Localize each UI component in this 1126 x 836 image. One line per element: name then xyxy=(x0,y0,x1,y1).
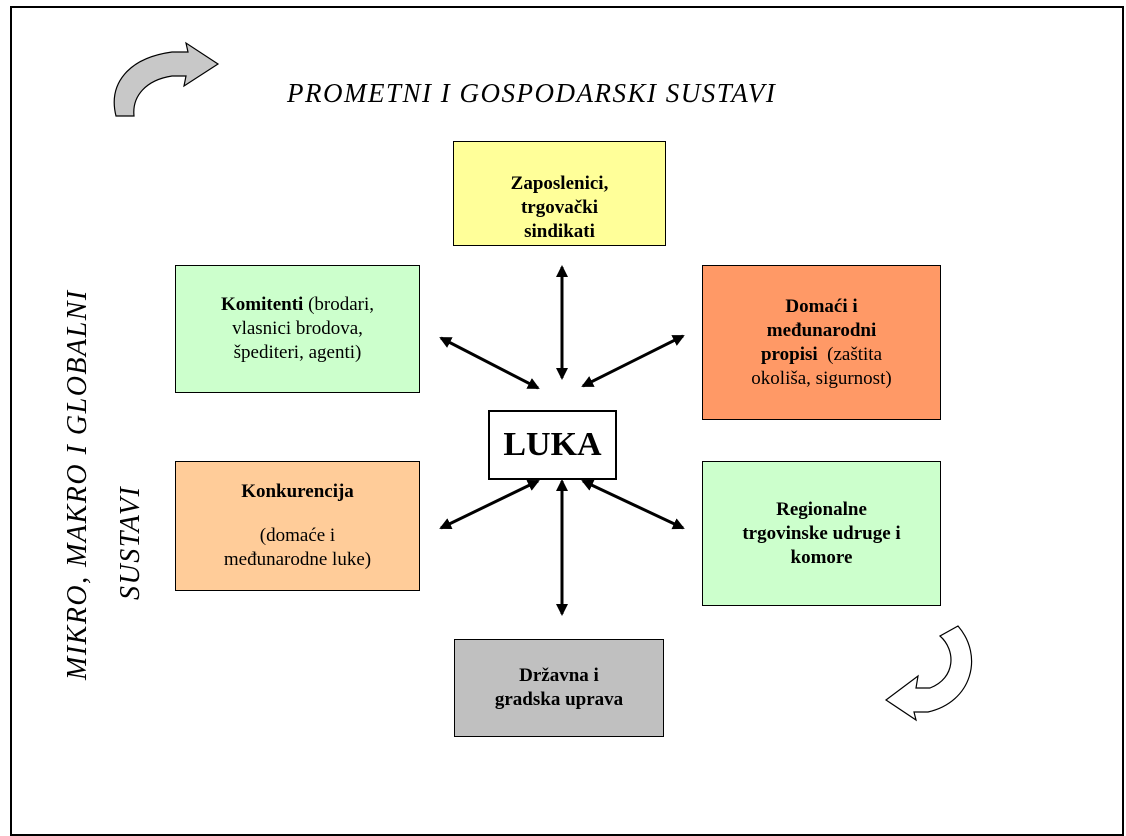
node-drzavna: Državna i gradska uprava xyxy=(454,639,664,737)
node-komitenti: Komitenti (brodari, vlasnici brodova, šp… xyxy=(175,265,420,393)
node-propisi-line1: Domaći i xyxy=(785,295,858,317)
node-konkurencija-line2: (domaće i xyxy=(259,525,336,546)
node-komitenti-rest1: (brodari, xyxy=(303,294,375,315)
node-propisi-bold3: propisi xyxy=(760,343,818,365)
node-komitenti-line3: špediteri, agenti) xyxy=(233,342,362,363)
node-zaposlenici-line1: Zaposlenici, xyxy=(510,173,609,194)
node-konkurencija-line3: međunarodne luke) xyxy=(223,549,372,570)
node-komitenti-line1: Komitenti (brodari, xyxy=(221,293,374,317)
arrow-to-komitenti xyxy=(439,336,540,390)
node-konkurencija: Konkurencija (domaće i međunarodne luke) xyxy=(175,461,420,591)
diagram-frame: PROMETNI I GOSPODARSKI SUSTAVI MIKRO, MA… xyxy=(10,6,1124,836)
arrow-to-konkurencija xyxy=(439,479,540,530)
arrow-to-regionalne xyxy=(581,479,685,530)
node-regionalne-line2: trgovinske udruge i xyxy=(742,522,901,544)
node-drzavna-line2: gradska uprava xyxy=(494,689,624,710)
arrow-to-propisi xyxy=(581,334,685,388)
node-regionalne-line1: Regionalne xyxy=(776,498,867,520)
node-zaposlenici-line2: trgovački xyxy=(520,197,599,218)
diagram-title: PROMETNI I GOSPODARSKI SUSTAVI xyxy=(287,78,777,108)
connector-layer xyxy=(113,41,973,722)
node-zaposlenici: Zaposlenici, trgovački sindikati xyxy=(453,141,666,246)
node-propisi-line3: propisi (zaštita xyxy=(761,343,882,367)
side-label-line2: SUSTAVI xyxy=(115,485,146,600)
node-propisi-line4: okoliša, sigurnost) xyxy=(751,367,892,389)
node-regionalne-line3: komore xyxy=(790,546,853,568)
node-komitenti-line2: vlasnici brodova, xyxy=(232,318,363,339)
node-propisi: Domaći i međunarodni propisi (zaštita ok… xyxy=(702,265,941,420)
side-label-line1: MIKRO, MAKRO I GLOBALNI xyxy=(62,289,93,680)
node-propisi-rest3: (zaštita xyxy=(817,343,883,365)
curved-arrow-icon-top-left xyxy=(113,41,220,117)
curved-arrow-icon-bottom-right xyxy=(884,625,973,722)
node-drzavna-line1: Državna i xyxy=(519,665,599,686)
node-konkurencija-line1: Konkurencija xyxy=(241,481,354,502)
node-regionalne: Regionalne trgovinske udruge i komore xyxy=(702,461,941,606)
node-zaposlenici-line3: sindikati xyxy=(524,221,595,242)
node-propisi-line2: međunarodni xyxy=(766,319,877,341)
node-komitenti-bold: Komitenti xyxy=(220,294,304,315)
node-luka-center: LUKA xyxy=(488,410,617,480)
